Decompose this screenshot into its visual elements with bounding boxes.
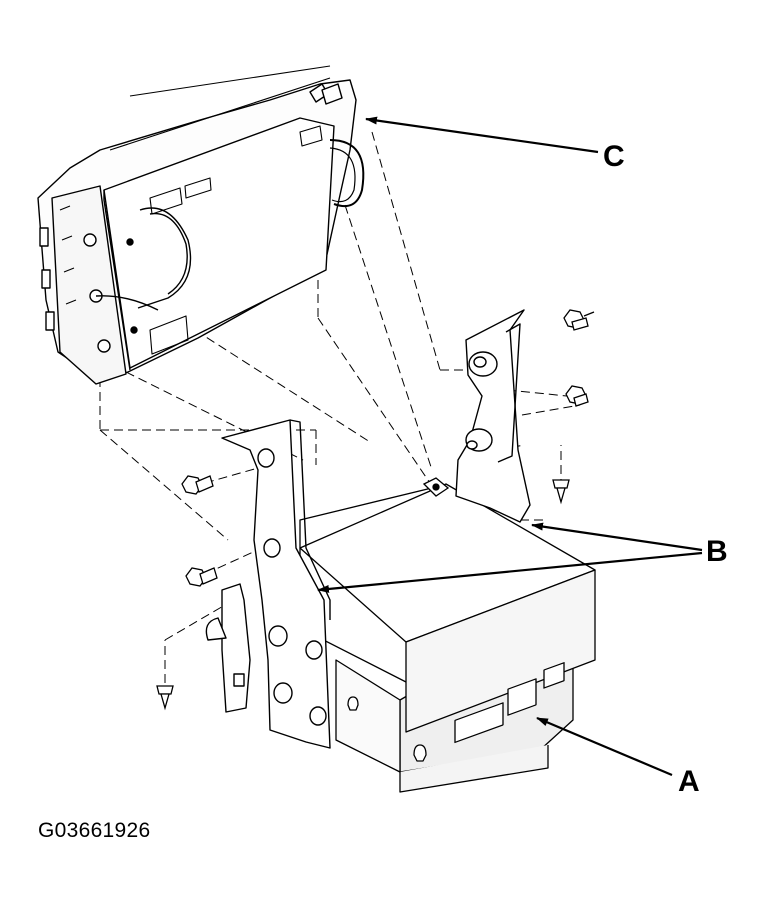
- bolt-upper-right: [563, 309, 595, 331]
- leader-arrow-a: [536, 716, 673, 777]
- bolt-left-lower: [185, 567, 218, 587]
- mounting-bracket-left: [205, 419, 331, 749]
- leader-arrow-c: [365, 116, 599, 154]
- leader-arrows: [317, 116, 703, 777]
- screw-left: [156, 685, 174, 711]
- figure-code: G03661926: [38, 819, 151, 842]
- callout-label-b: B: [706, 535, 728, 568]
- bolt-middle-right: [565, 385, 589, 407]
- clip-nut: [422, 477, 450, 497]
- bolt-left-upper: [181, 475, 214, 495]
- callout-label-c: C: [603, 140, 625, 173]
- mounting-bracket-right: [455, 309, 531, 523]
- leader-arrow-b-left: [317, 551, 703, 593]
- audio-unit-a: [299, 483, 596, 793]
- callout-label-a: A: [678, 765, 700, 798]
- leader-arrow-b-right: [531, 522, 703, 552]
- screw-right: [552, 479, 570, 505]
- display-unit-c: [37, 65, 365, 385]
